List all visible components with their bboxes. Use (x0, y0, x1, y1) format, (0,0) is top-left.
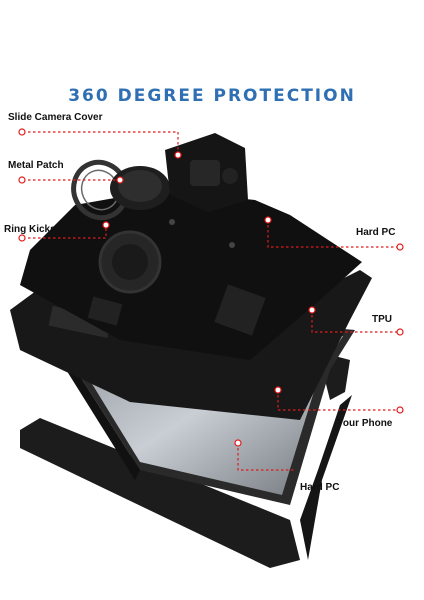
label-tpu: TPU (372, 314, 392, 325)
leader-lines (18, 128, 404, 471)
page-title: 360 DEGREE PROTECTION (68, 86, 356, 106)
label-metal-patch: Metal Patch (8, 160, 64, 171)
label-ring-kickstand: Ring Kickstand (4, 224, 77, 235)
label-hard-pc-top: Hard PC (356, 227, 396, 238)
hard-pc-armor (20, 190, 362, 360)
label-slide-camera-cover: Slide Camera Cover (8, 112, 103, 123)
slide-camera-cover (165, 133, 248, 212)
label-your-phone: Your Phone (337, 418, 393, 429)
metal-patch (110, 166, 170, 210)
label-hard-pc-bottom: Hard PC (300, 482, 340, 493)
